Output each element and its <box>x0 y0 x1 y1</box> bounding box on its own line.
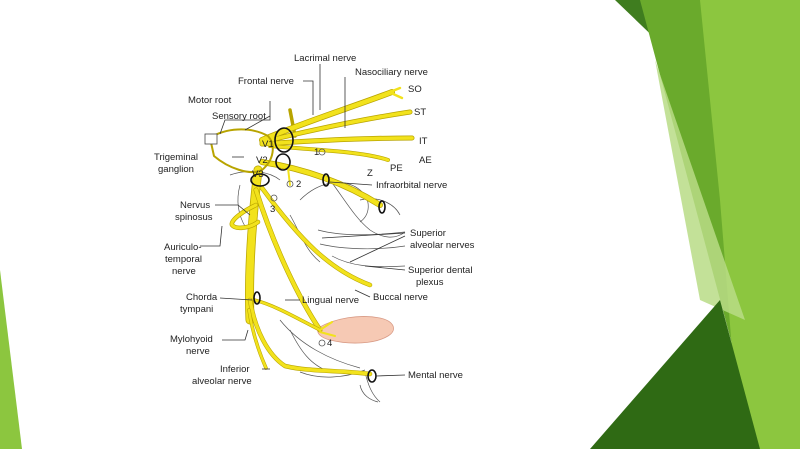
leader-lines <box>200 64 406 377</box>
label-nervus: Nervus <box>180 200 210 211</box>
label-temporal: temporal <box>165 254 202 265</box>
green-shape-bottom <box>590 300 760 449</box>
label-pe: PE <box>390 163 403 174</box>
tongue-shape <box>317 316 394 344</box>
label-st: ST <box>414 107 426 118</box>
label-it: IT <box>419 136 428 147</box>
label-3: 3 <box>270 204 275 215</box>
label-inferior: Inferior <box>220 364 250 375</box>
label-sensory-root: Sensory root <box>212 111 266 122</box>
green-shape-left <box>0 270 22 449</box>
label-superior-alveolar-1: Superior <box>410 228 446 239</box>
small-ganglia <box>270 148 326 347</box>
label-frontal-nerve: Frontal nerve <box>238 76 294 87</box>
label-lacrimal-nerve: Lacrimal nerve <box>294 53 356 64</box>
label-z: Z <box>367 168 373 179</box>
label-1: 1 <box>314 147 319 158</box>
label-v1: V1 <box>262 139 274 150</box>
label-ganglion: ganglion <box>158 164 194 175</box>
label-motor-root: Motor root <box>188 95 232 106</box>
label-v2: V2 <box>256 155 268 166</box>
label-ae: AE <box>419 155 432 166</box>
nerve-tree <box>204 86 415 377</box>
foramen-rings <box>250 127 386 383</box>
label-chorda: Chorda <box>186 292 218 303</box>
label-buccal-nerve: Buccal nerve <box>373 292 428 303</box>
label-nasociliary-nerve: Nasociliary nerve <box>355 67 428 78</box>
green-shape-pale <box>655 60 745 320</box>
motor-root-box <box>204 133 218 145</box>
label-4: 4 <box>327 338 332 349</box>
label-lingual-nerve: Lingual nerve <box>302 295 359 306</box>
label-superior-alveolar-2: alveolar nerves <box>410 240 475 251</box>
label-superior-dental: Superior dental <box>408 265 472 276</box>
label-spinosus: spinosus <box>175 212 213 223</box>
label-v3: V3 <box>252 169 264 180</box>
label-2: 2 <box>296 179 301 190</box>
label-mylohyoid-nerve: nerve <box>186 346 210 357</box>
label-mylohyoid: Mylohyoid <box>170 334 213 345</box>
label-auriculo-nerve: nerve <box>172 266 196 277</box>
label-plexus: plexus <box>416 277 444 288</box>
label-trigeminal: Trigeminal <box>154 152 198 163</box>
green-shape-light <box>700 0 800 449</box>
label-infraorbital-nerve: Infraorbital nerve <box>376 180 447 191</box>
label-tympani: tympani <box>180 304 213 315</box>
label-so: SO <box>408 84 422 95</box>
label-alveolar-nerve: alveolar nerve <box>192 376 252 387</box>
label-auriculo: Auriculo- <box>164 242 202 253</box>
diagram-labels: Lacrimal nerve Frontal nerve Nasociliary… <box>154 53 475 387</box>
label-mental-nerve: Mental nerve <box>408 370 463 381</box>
